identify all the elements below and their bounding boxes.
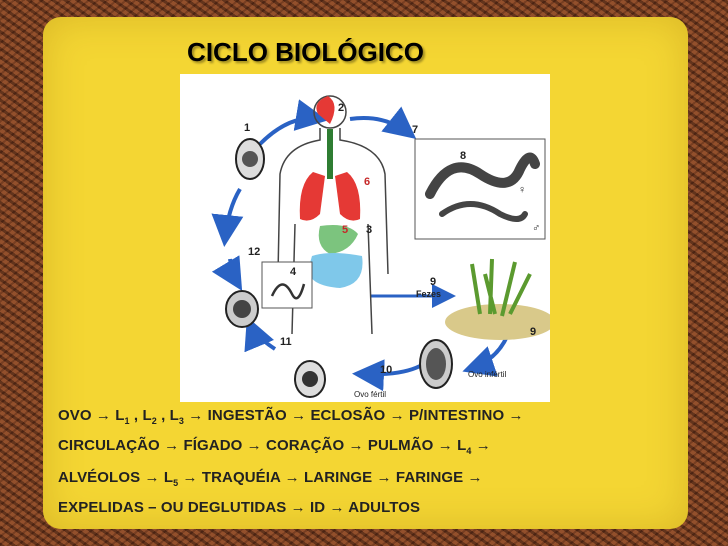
label-6: 6 (364, 176, 371, 188)
female-symbol: ♀ (518, 184, 527, 196)
cycle-text-line-1: OVO → L1 , L2 , L3 → INGESTÃO → ECLOSÃO … (58, 407, 524, 426)
cycle-arrow (258, 99, 328, 146)
label-11: 11 (280, 336, 292, 348)
cycle-arrow (349, 106, 417, 139)
infertile-egg-icon (419, 339, 453, 389)
label-2: 2 (338, 102, 345, 114)
egg-icon-1 (235, 138, 265, 180)
label-9-soil: 9 (530, 326, 537, 338)
label-10: 10 (380, 364, 393, 376)
life-cycle-diagram (211, 95, 555, 398)
egg-icon-10 (294, 360, 326, 398)
ovo-infertil-label: Ovo infértil (468, 370, 507, 379)
egg-icon-12 (225, 290, 259, 328)
larva-icon (270, 283, 306, 300)
cycle-text-line-3: ALVÉOLOS → L5 → TRAQUÉIA → LARINGE → FAR… (58, 469, 483, 488)
life-cycle-figure: 1 2 3 4 5 6 7 8 9 9 10 11 12 Fezes Ovo f… (180, 74, 555, 402)
male-symbol: ♂ (532, 222, 541, 234)
cycle-text-line-2: CIRCULAÇÃO → FÍGADO → CORAÇÃO → PULMÃO →… (58, 437, 491, 456)
human-body-icon (277, 95, 389, 335)
cycle-arrow (352, 359, 421, 392)
label-12: 12 (248, 246, 261, 258)
label-3: 3 (366, 224, 373, 236)
label-5: 5 (342, 224, 349, 236)
ovo-fertil-label: Ovo fértil (354, 390, 387, 399)
fezes-label: Fezes (416, 289, 442, 299)
slide: CICLO BIOLÓGICO (43, 17, 688, 529)
male-worm-icon (439, 201, 528, 222)
label-8: 8 (460, 150, 467, 162)
label-9: 9 (430, 276, 437, 288)
soil-grass-icon (445, 258, 555, 340)
slide-title: CICLO BIOLÓGICO (187, 37, 424, 67)
cycle-arrow (211, 255, 243, 291)
label-4: 4 (290, 266, 297, 278)
label-7: 7 (412, 124, 419, 136)
female-worm-icon (425, 152, 540, 199)
cycle-arrow (244, 316, 277, 353)
cycle-text-line-4: EXPELIDAS – OU DEGLUTIDAS → ID → ADULTOS (58, 499, 421, 516)
cycle-arrow (211, 187, 244, 247)
label-1: 1 (244, 122, 251, 134)
